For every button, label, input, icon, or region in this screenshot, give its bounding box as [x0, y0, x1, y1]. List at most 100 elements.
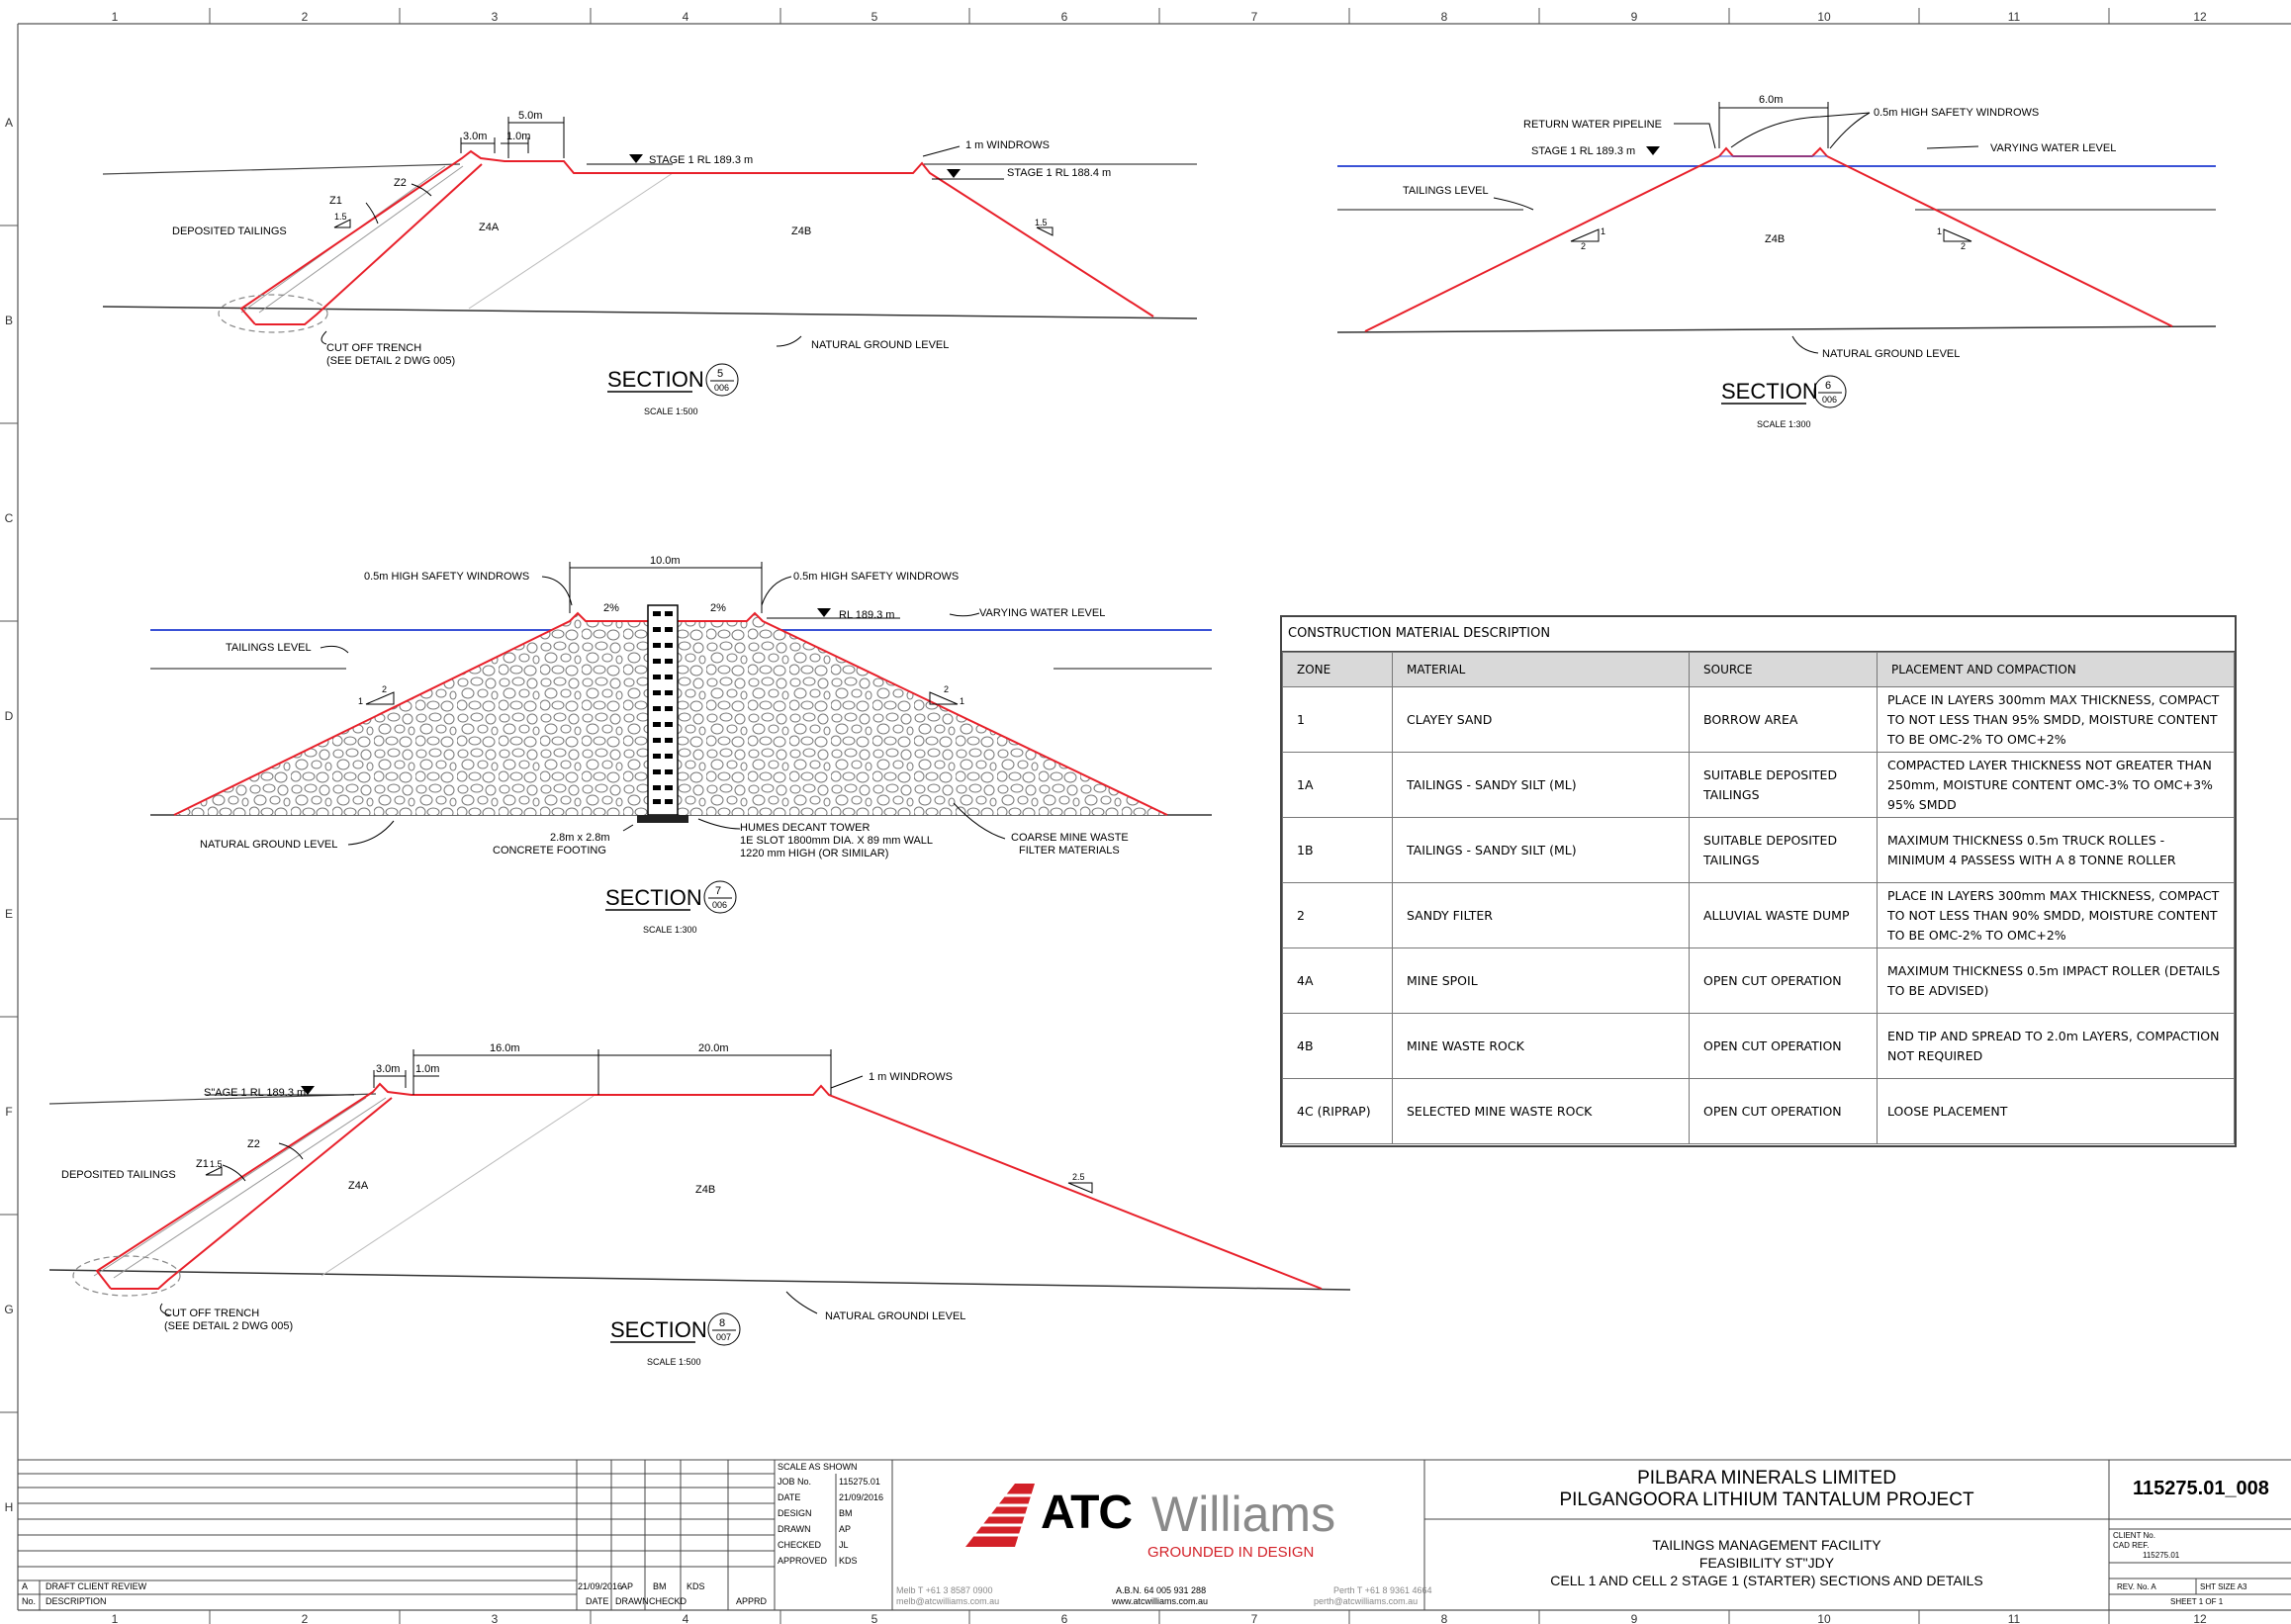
svg-text:1: 1 [358, 696, 363, 706]
grid-row-label: H [5, 1500, 14, 1514]
grid-row-label: D [5, 709, 14, 723]
info-job-value: 115275.01 [839, 1477, 880, 1487]
s6-ref: 006 [1822, 395, 1837, 405]
s8-cutoff-1: CUT OFF TRENCH [164, 1308, 259, 1319]
cell-placement: LOOSE PLACEMENT [1877, 1078, 2235, 1144]
s7-varying: VARYING WATER LEVEL [979, 607, 1105, 619]
info-design-label: DESIGN [778, 1508, 812, 1518]
s7-tower-3: 1220 mm HIGH (OR SIMILAR) [740, 848, 888, 859]
s7-footing-1: 2.8m x 2.8m [550, 832, 610, 844]
svg-text:1: 1 [960, 696, 964, 706]
table-row: 4C (RIPRAP) SELECTED MINE WASTE ROCK OPE… [1282, 1078, 2235, 1144]
perth-phone: Perth T +61 8 9361 4664 [1333, 1585, 1432, 1595]
hdr-description: DESCRIPTION [46, 1596, 107, 1606]
s8-number: 8 [719, 1317, 725, 1329]
table-header-row: ZONE MATERIAL SOURCE PLACEMENT AND COMPA… [1282, 652, 2235, 687]
section-5-drawing: 3.0m 1.0m 5.0m STAGE 1 RL 189.3 m STAGE … [102, 110, 1198, 416]
s5-cutoff-2: (SEE DETAIL 2 DWG 005) [326, 355, 455, 367]
cell-source: SUITABLE DEPOSITED TAILINGS [1689, 752, 1878, 818]
s6-dim: 6.0m [1759, 94, 1783, 106]
s6-varying: VARYING WATER LEVEL [1990, 142, 2116, 154]
grid-col-label: 6 [1061, 10, 1068, 24]
drawing-title-3: CELL 1 AND CELL 2 STAGE 1 (STARTER) SECT… [1550, 1573, 1983, 1588]
sheet-size: SHT SIZE A3 [2200, 1582, 2247, 1591]
sheet-number: SHEET 1 OF 1 [2170, 1597, 2224, 1606]
grid-col-label: 6 [1061, 1612, 1068, 1624]
cad-ref-value: 115275.01 [2143, 1551, 2180, 1560]
construction-material-table: CONSTRUCTION MATERIAL DESCRIPTION ZONE M… [1280, 615, 2237, 1147]
s6-scale: SCALE 1:300 [1757, 419, 1811, 429]
grid-col-label: 9 [1631, 10, 1638, 24]
abn: A.B.N. 64 005 931 288 [1116, 1585, 1207, 1595]
s8-dim-1m: 1.0m [415, 1063, 439, 1075]
grid-row-label: B [5, 314, 13, 327]
cell-zone: 1A [1282, 752, 1393, 818]
cell-material: CLAYEY SAND [1392, 686, 1690, 753]
grid-col-label: 11 [2008, 1612, 2021, 1624]
atc-logo-mark [965, 1484, 1035, 1547]
s7-windrows-left: 0.5m HIGH SAFETY WINDROWS [364, 571, 529, 583]
s5-dim-1m: 1.0m [506, 131, 530, 142]
cell-placement: MAXIMUM THICKNESS 0.5m TRUCK ROLLES - MI… [1877, 817, 2235, 883]
s7-ngl: NATURAL GROUND LEVEL [200, 839, 337, 851]
s5-scale: SCALE 1:500 [644, 406, 698, 416]
grid-col-label: 10 [1817, 1612, 1831, 1624]
s8-z4a: Z4A [348, 1180, 369, 1192]
cell-source: ALLUVIAL WASTE DUMP [1689, 882, 1878, 948]
info-scale: SCALE AS SHOWN [778, 1462, 858, 1472]
s5-ref: 006 [714, 383, 729, 393]
cell-zone: 4B [1282, 1013, 1393, 1079]
s5-z2: Z2 [394, 177, 407, 189]
cell-source: OPEN CUT OPERATION [1689, 1013, 1878, 1079]
s7-tower-2: 1E SLOT 1800mm DIA. X 89 mm WALL [740, 835, 933, 847]
rev-description: DRAFT CLIENT REVIEW [46, 1581, 147, 1591]
grid-col-label: 3 [492, 1612, 499, 1624]
grid-row-label: A [5, 116, 13, 130]
grid-col-label: 1 [112, 10, 119, 24]
s7-footing-2: CONCRETE FOOTING [493, 845, 606, 857]
grid-col-label: 1 [112, 1612, 119, 1624]
s8-ngl: NATURAL GROUNDI LEVEL [825, 1310, 965, 1322]
grid-col-label: 10 [1817, 10, 1831, 24]
cell-source: SUITABLE DEPOSITED TAILINGS [1689, 817, 1878, 883]
grid-row-label: C [5, 511, 14, 525]
s5-number: 5 [717, 368, 723, 380]
cell-source: BORROW AREA [1689, 686, 1878, 753]
s5-stage-left: STAGE 1 RL 189.3 m [649, 154, 753, 166]
section-6-drawing: 6.0m RETURN WATER PIPELINE 0.5m HIGH SAF… [1336, 94, 2217, 429]
s5-slope-left: 1.5 [334, 212, 347, 222]
grid-col-label: 2 [302, 1612, 309, 1624]
rev-date: 21/09/2016 [578, 1581, 623, 1591]
s5-dim-5m: 5.0m [518, 110, 542, 122]
rev-letter: A [22, 1581, 29, 1591]
s8-windrows: 1 m WINDROWS [869, 1071, 953, 1083]
grid-row-label: G [4, 1303, 13, 1316]
cell-zone: 2 [1282, 882, 1393, 948]
s6-tailings: TAILINGS LEVEL [1403, 185, 1489, 197]
s6-z4b: Z4B [1765, 233, 1785, 245]
cell-placement: MAXIMUM THICKNESS 0.5m IMPACT ROLLER (DE… [1877, 947, 2235, 1014]
s7-tower-1: HUMES DECANT TOWER [740, 822, 870, 834]
cell-zone: 4C (RIPRAP) [1282, 1078, 1393, 1144]
cell-source: OPEN CUT OPERATION [1689, 947, 1878, 1014]
drawing-number: 115275.01_008 [2133, 1478, 2269, 1499]
s5-ngl: NATURAL GROUND LEVEL [811, 339, 949, 351]
table-row: 4A MINE SPOIL OPEN CUT OPERATION MAXIMUM… [1282, 947, 2235, 1014]
table-row: 1B TAILINGS - SANDY SILT (ML) SUITABLE D… [1282, 817, 2235, 883]
table-row: 2 SANDY FILTER ALLUVIAL WASTE DUMP PLACE… [1282, 882, 2235, 948]
info-checked-label: CHECKED [778, 1540, 822, 1550]
s5-cutoff-1: CUT OFF TRENCH [326, 342, 421, 354]
rev-checked: BM [653, 1581, 667, 1591]
cell-placement: COMPACTED LAYER THICKNESS NOT GREATER TH… [1877, 752, 2235, 818]
s5-title: SECTION [607, 367, 704, 392]
info-date-label: DATE [778, 1492, 801, 1502]
s5-z1: Z1 [329, 195, 342, 207]
section-7-drawing: 10.0m 0.5m HIGH SAFETY WINDROWS 0.5m HIG… [150, 555, 1212, 935]
cad-ref-label: CAD REF. [2113, 1541, 2150, 1550]
s8-cutoff-2: (SEE DETAIL 2 DWG 005) [164, 1320, 293, 1332]
s8-deposited-tailings: DEPOSITED TAILINGS [61, 1169, 176, 1181]
s5-deposited-tailings: DEPOSITED TAILINGS [172, 226, 287, 237]
cell-placement: PLACE IN LAYERS 300mm MAX THICKNESS, COM… [1877, 882, 2235, 948]
info-design-value: BM [839, 1508, 853, 1518]
grid-col-label: 9 [1631, 1612, 1638, 1624]
